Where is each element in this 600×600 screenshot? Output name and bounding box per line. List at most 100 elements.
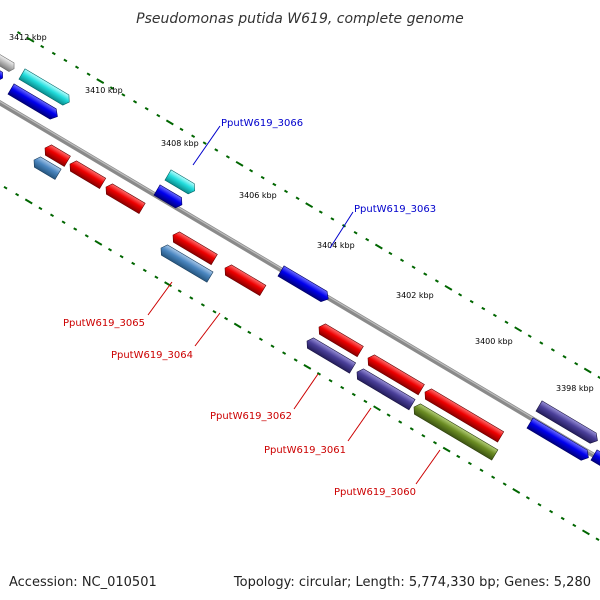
gene-red-e[interactable] — [316, 322, 364, 358]
minor-tick — [481, 306, 486, 311]
major-tick — [26, 36, 35, 43]
gene-label-3062[interactable]: PputW619_3062 — [210, 411, 292, 422]
minor-tick — [142, 268, 147, 273]
minor-tick — [293, 358, 298, 362]
minor-tick — [212, 310, 217, 314]
minor-tick — [574, 361, 579, 366]
gene-gray[interactable] — [0, 53, 17, 73]
minor-tick — [469, 299, 474, 304]
minor-tick — [49, 213, 55, 218]
gene-blue-3410[interactable] — [7, 83, 61, 122]
gene-3063[interactable] — [277, 265, 331, 304]
minor-tick — [539, 341, 544, 345]
reverse-strand-genes — [31, 143, 505, 461]
gene-label-3063[interactable]: PputW619_3063 — [354, 204, 436, 215]
major-tick — [373, 405, 381, 412]
major-tick — [233, 322, 242, 329]
gene-3060[interactable] — [411, 402, 499, 461]
gene-label-3065[interactable]: PputW619_3065 — [63, 318, 145, 329]
minor-tick — [365, 237, 370, 242]
minor-tick — [3, 185, 8, 190]
scale-label-3410: 3410 kbp — [85, 86, 123, 95]
minor-tick — [119, 254, 124, 259]
gene-3064[interactable] — [222, 263, 267, 297]
minor-tick — [421, 434, 426, 438]
scale-label-3408: 3408 kbp — [161, 139, 199, 148]
gene-red-b[interactable] — [67, 159, 107, 189]
gene-3066[interactable] — [164, 169, 198, 196]
gene-red-d[interactable] — [170, 230, 218, 266]
minor-tick — [225, 155, 230, 159]
major-tick — [96, 78, 105, 84]
gene-cyan-3410[interactable] — [18, 68, 72, 107]
gene-labels: PputW619_3066 PputW619_3063 PputW619_306… — [63, 118, 436, 498]
major-tick — [512, 488, 521, 494]
minor-tick — [144, 106, 149, 111]
gene-blue-edge[interactable] — [0, 68, 5, 83]
gene-red-f[interactable] — [365, 353, 425, 396]
minor-tick — [107, 247, 113, 252]
minor-tick — [109, 86, 114, 90]
minor-tick — [595, 537, 600, 541]
major-tick — [374, 243, 383, 250]
gene-label-3064[interactable]: PputW619_3064 — [111, 350, 193, 361]
minor-tick — [458, 293, 463, 297]
minor-tick — [456, 454, 461, 459]
minor-tick — [282, 351, 287, 355]
minor-tick — [504, 320, 509, 325]
minor-tick — [479, 468, 484, 473]
minor-tick — [550, 348, 555, 352]
gene-label-3060[interactable]: PputW619_3060 — [334, 487, 416, 498]
gene-purple-3398[interactable] — [535, 400, 600, 446]
gene-3062[interactable] — [304, 336, 357, 374]
minor-tick — [63, 58, 68, 63]
major-tick — [444, 284, 453, 291]
minor-tick — [351, 392, 356, 397]
gene-blue-3398[interactable] — [526, 417, 592, 463]
gene-blue-right-edge[interactable] — [590, 449, 600, 472]
minor-tick — [328, 378, 333, 383]
minor-tick — [537, 502, 542, 507]
major-tick — [583, 367, 592, 374]
minor-tick — [527, 334, 532, 338]
minor-tick — [270, 344, 275, 348]
minor-tick — [249, 168, 254, 173]
minor-tick — [154, 275, 159, 280]
minor-tick — [200, 303, 205, 307]
gene-blue-3408[interactable] — [153, 184, 185, 210]
major-tick — [442, 446, 451, 453]
gene-red-c[interactable] — [103, 182, 146, 215]
gene-steel-a[interactable] — [31, 155, 62, 180]
topology-text: Topology: circular; Length: 5,774,330 bp… — [233, 575, 591, 590]
gene-3061[interactable] — [354, 367, 416, 411]
major-tick — [165, 119, 174, 126]
minor-tick — [224, 316, 229, 321]
scale-labels: 3412 kbp 3410 kbp 3408 kbp 3406 kbp 3404… — [9, 33, 594, 393]
minor-tick — [502, 482, 507, 486]
accession-text: Accession: NC_010501 — [9, 575, 157, 590]
gene-label-3066[interactable]: PputW619_3066 — [221, 118, 303, 129]
minor-tick — [121, 93, 126, 97]
minor-tick — [179, 127, 184, 132]
minor-tick — [467, 461, 472, 466]
major-tick — [94, 239, 103, 246]
minor-tick — [258, 337, 263, 342]
minor-tick — [491, 475, 496, 479]
minor-tick — [202, 141, 207, 145]
gene-red-a[interactable] — [42, 143, 71, 167]
minor-tick — [411, 265, 416, 269]
minor-tick — [525, 496, 530, 500]
gene-3065[interactable] — [158, 243, 214, 283]
label-leaders — [147, 125, 441, 485]
minor-tick — [316, 372, 322, 376]
gene-red-g[interactable] — [422, 387, 505, 443]
minor-tick — [51, 51, 56, 56]
gene-label-3061[interactable]: PputW619_3061 — [264, 445, 346, 456]
minor-tick — [260, 175, 265, 180]
minor-tick — [398, 420, 403, 424]
minor-tick — [15, 192, 20, 197]
minor-tick — [572, 523, 577, 528]
minor-tick — [330, 217, 335, 221]
minor-tick — [61, 220, 66, 224]
